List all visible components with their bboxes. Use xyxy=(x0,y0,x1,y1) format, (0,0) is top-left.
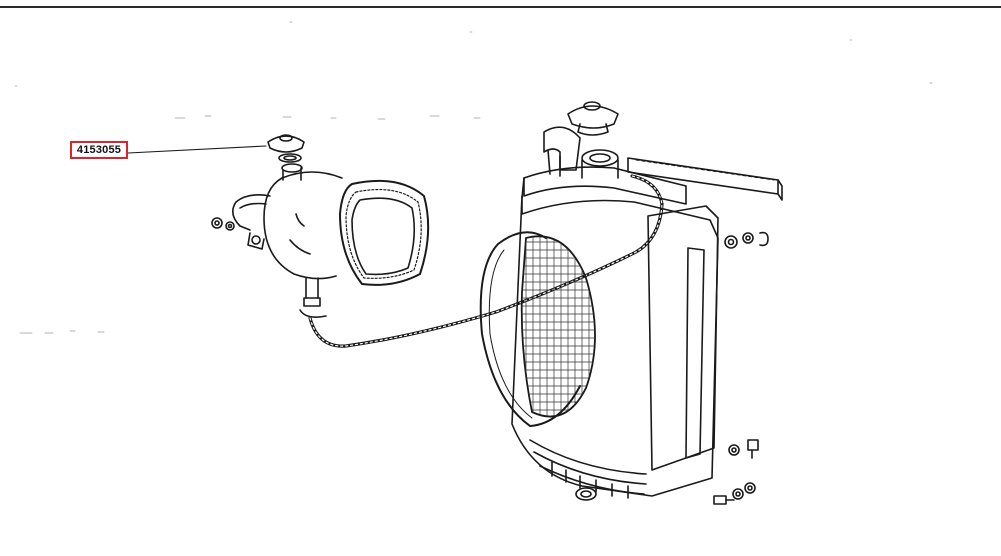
top-border-rule xyxy=(0,6,1001,8)
tank-mounting-strap xyxy=(232,194,271,231)
overflow-hose xyxy=(308,174,664,348)
expansion-tank xyxy=(211,134,343,318)
drain-outlet xyxy=(575,487,597,501)
fan-shroud-ring xyxy=(339,179,430,286)
radiator xyxy=(511,166,719,501)
tank-fastener xyxy=(211,217,235,231)
nut-washer-set-lower xyxy=(713,439,759,505)
radiator-filler-neck xyxy=(543,126,619,179)
part-number-callout[interactable]: 4153055 xyxy=(70,141,128,159)
seal-strip xyxy=(627,157,783,201)
radiator-cap xyxy=(567,101,619,136)
expansion-tank-cap xyxy=(267,134,305,163)
scan-speckle xyxy=(14,21,933,334)
callout-leader-line xyxy=(127,145,267,154)
radiator-core xyxy=(479,231,596,427)
nut-washer-set xyxy=(724,231,769,249)
